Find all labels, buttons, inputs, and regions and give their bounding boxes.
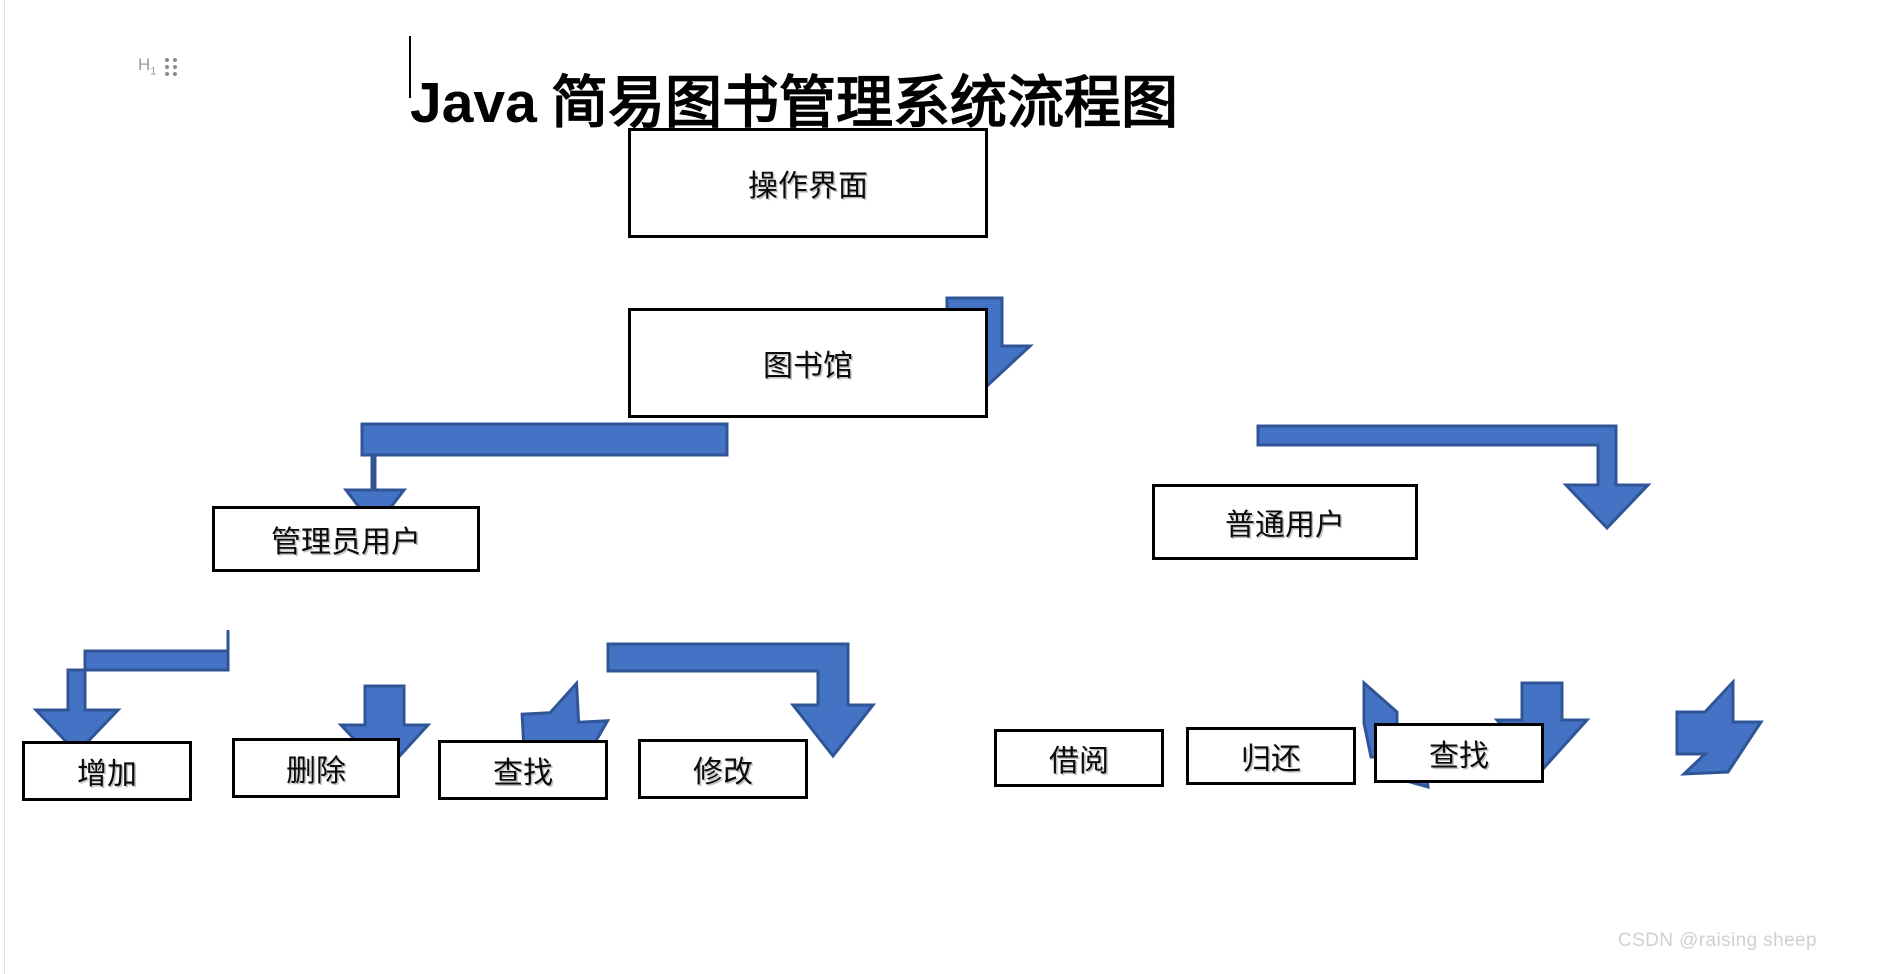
editor-gutter: H1 [138,56,178,77]
node-label: 普通用户 [1225,509,1345,542]
drag-dot [173,71,178,76]
node-find-user[interactable]: 查找 [1374,723,1544,783]
node-label: 图书馆 [763,350,853,383]
heading-level-letter: H [138,55,151,74]
node-label: 增加 [77,758,137,791]
node-find-admin[interactable]: 查找 [438,740,608,800]
node-delete[interactable]: 删除 [232,738,400,798]
drag-dot [165,64,170,69]
node-label: 管理员用户 [271,526,421,559]
node-label: 操作界面 [748,170,868,203]
node-label: 修改 [693,756,753,789]
node-normal-user[interactable]: 普通用户 [1152,484,1418,560]
node-label: 删除 [286,755,346,788]
node-library[interactable]: 图书馆 [628,308,988,418]
node-label: 归还 [1241,743,1301,776]
node-label: 查找 [493,757,553,790]
drag-dot [173,57,178,62]
document-margin-rule [4,0,5,974]
node-admin-user[interactable]: 管理员用户 [212,506,480,572]
node-add[interactable]: 增加 [22,741,192,801]
page-title[interactable]: Java 简易图书管理系统流程图 [410,71,1179,136]
heading-level-indicator[interactable]: H1 [138,56,156,77]
node-return[interactable]: 归还 [1186,727,1356,785]
node-borrow[interactable]: 借阅 [994,729,1164,787]
watermark: CSDN @raising sheep [1617,930,1817,951]
node-modify[interactable]: 修改 [638,739,808,799]
node-operation-interface[interactable]: 操作界面 [628,128,988,238]
text-cursor [409,36,411,98]
page-title-cjk: 简易图书管理系统流程图 [536,72,1179,136]
drag-dot [165,57,170,62]
arrow-user-to-find [1675,678,1764,776]
page-title-latin: Java [410,71,537,136]
node-label: 查找 [1429,740,1489,773]
node-label: 借阅 [1049,745,1109,778]
drag-dot [165,71,170,76]
drag-dot [173,64,178,69]
heading-level-number: 1 [150,65,157,78]
arrow-admin-to-add [32,630,230,756]
drag-handle-icon[interactable] [165,57,178,76]
